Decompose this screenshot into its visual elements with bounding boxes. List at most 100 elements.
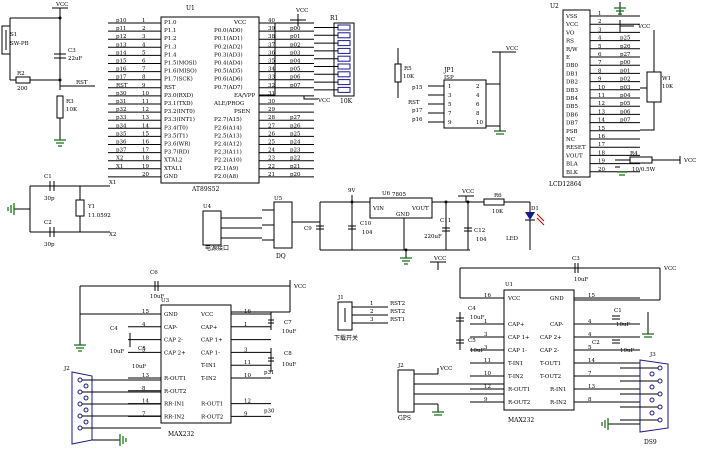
u3-right-pin-num: 9 xyxy=(244,411,248,417)
u2-pin-num: 8 xyxy=(598,68,602,74)
u2-pin-name: DB3 xyxy=(566,88,578,94)
u1-left-pin-num: 1 xyxy=(142,18,146,24)
s1-ref: S1 xyxy=(10,32,17,38)
u6-regulator xyxy=(369,197,433,219)
u1-right-pin-name: P0.3(AD3) xyxy=(214,51,243,58)
u3-left-pin-name: CAP- xyxy=(164,325,178,331)
u1-ref: U1 xyxy=(186,5,195,12)
db9-left-shell xyxy=(71,371,93,445)
db9-right-pin xyxy=(649,410,655,416)
c10-ref: C10 xyxy=(360,221,372,227)
power-section: U4 电源接口 U5 DQ 9V C9 C10 104 7805 U6 VIN … xyxy=(202,188,545,265)
c3-ref: C3 xyxy=(68,48,76,54)
c7-ref: C7 xyxy=(284,320,292,326)
u1b-left-pin-name: VCC xyxy=(507,296,520,302)
u2-pin-num: 5 xyxy=(598,44,602,50)
r2-ref: R2 xyxy=(17,71,25,77)
u1-left-pin-num: 6 xyxy=(142,59,146,65)
u2-pin-num: 11 xyxy=(598,93,605,99)
y1-val: 11.0592 xyxy=(88,213,111,219)
u2-pin-name: VSS xyxy=(565,14,578,20)
u6-part: 7805 xyxy=(392,192,406,198)
c5r-ref: C5 xyxy=(468,338,476,344)
u1-right-pin-net: p00 xyxy=(290,26,301,32)
r5-ref: R5 xyxy=(404,66,412,72)
j1-num-1: 1 xyxy=(370,301,374,307)
u1-left-pin-num: 9 xyxy=(142,83,146,89)
u2-pin-net: p01 xyxy=(620,68,631,74)
u1-right-pin-num: 29 xyxy=(268,107,275,113)
c4r-ref: C4 xyxy=(468,306,476,312)
r4-val: 10/0.5W xyxy=(632,167,656,173)
jp1-pin-num: 4 xyxy=(476,93,480,99)
c5r-val: 10uF xyxy=(470,348,485,354)
u1b-right-pin-num: 5 xyxy=(588,345,592,351)
c4r-val: 10uF xyxy=(470,315,485,321)
u2-pin-net: p04 xyxy=(620,93,631,99)
db9-left-pin xyxy=(77,401,83,407)
u1-left-pin-net: p37 xyxy=(116,148,127,154)
u1-left-pin-net: p11 xyxy=(116,26,127,32)
u1-right-pin-num: 22 xyxy=(268,164,275,170)
jp1-pin-num: 1 xyxy=(448,84,452,90)
vcc-label: VCC xyxy=(433,256,446,262)
u1b-left-pin-name: CAP 1+ xyxy=(508,335,530,341)
u1-left-pin-net: p14 xyxy=(116,50,127,56)
vcc-label: VCC xyxy=(295,8,308,14)
u1-left-pin-num: 3 xyxy=(142,34,146,40)
u1-right-pin-net: p21 xyxy=(290,164,301,170)
c10-val: 104 xyxy=(362,230,373,236)
db9-left-pin xyxy=(83,383,89,389)
vcc-label: VCC xyxy=(439,366,452,372)
c6-val: 10uF xyxy=(150,294,165,300)
jp1-pin-num: 6 xyxy=(476,102,480,108)
j1-net-1: RST2 xyxy=(390,301,405,307)
u4-label: 电源接口 xyxy=(205,244,229,252)
u1-left-pin-name: GND xyxy=(164,174,178,180)
c8-val: 10uF xyxy=(282,362,297,368)
j1-net-2: RST2 xyxy=(390,309,405,315)
u2-pin-num: 10 xyxy=(598,85,605,91)
u1-left-pin-name: P3.0(RXD) xyxy=(164,92,193,99)
u1-left-pin-net: p34 xyxy=(116,123,127,129)
vcc-label: VCC xyxy=(637,24,650,30)
u1-right-pin-num: 35 xyxy=(268,59,275,65)
u3-left-pin-name: RR-IN2 xyxy=(164,414,185,420)
u1-right-pin-name: P0.2(AD2) xyxy=(214,43,243,50)
u1-right-pin-net: p23 xyxy=(290,148,301,154)
c3-val: 22uF xyxy=(68,56,83,62)
u1-right-pin-name: P2.4(A12) xyxy=(214,141,242,148)
db9-right: J3 DS9 xyxy=(601,352,669,446)
db9-left-pin xyxy=(77,413,83,419)
u1-right-pin-name: P2.6(A14) xyxy=(214,124,242,131)
u1-left-pin-net: p32 xyxy=(116,107,127,113)
u3-right-pin-name: VCC xyxy=(200,312,213,318)
u1-left-pin-net: p12 xyxy=(116,34,127,40)
jp1-pin-num: 10 xyxy=(476,120,483,126)
u1-right-pin-net: p05 xyxy=(290,67,301,73)
u1-left-pin-name: P1.0 xyxy=(164,20,177,26)
u1-right-pin-num: 39 xyxy=(268,26,275,32)
u1-right-pin-num: 37 xyxy=(268,42,275,48)
db9-right-pin xyxy=(649,371,655,377)
u2-pin-num: 16 xyxy=(598,134,605,140)
u2-pin-name: VO xyxy=(565,30,575,36)
u2-pin-net: p03 xyxy=(620,85,631,91)
c8-ref: C8 xyxy=(284,351,292,357)
u2-pin-net: p27 xyxy=(620,52,631,58)
u1-right-pin-name: P2.0(A8) xyxy=(214,173,238,180)
u1-right-pin-num: 31 xyxy=(268,91,275,97)
u2-pin-name: RESET xyxy=(566,145,586,151)
u2-pin-name: E xyxy=(566,55,570,61)
u2-pin-name: BLA xyxy=(566,162,579,168)
rp1-resistor-network: R1 10K VCC xyxy=(303,15,355,105)
u3-left-pin-num: 14 xyxy=(142,399,149,405)
u1b-left-pin-num: 12 xyxy=(484,384,491,390)
vcc-label: VCC xyxy=(317,98,330,104)
u3-left-pin-num: 7 xyxy=(142,411,146,417)
gps-body xyxy=(397,369,415,413)
r6-val: 10K xyxy=(492,209,504,215)
u3-right-pin-name: R-OUT1 xyxy=(201,402,223,408)
u3-right-pin-name: CAP 1+ xyxy=(201,338,223,344)
